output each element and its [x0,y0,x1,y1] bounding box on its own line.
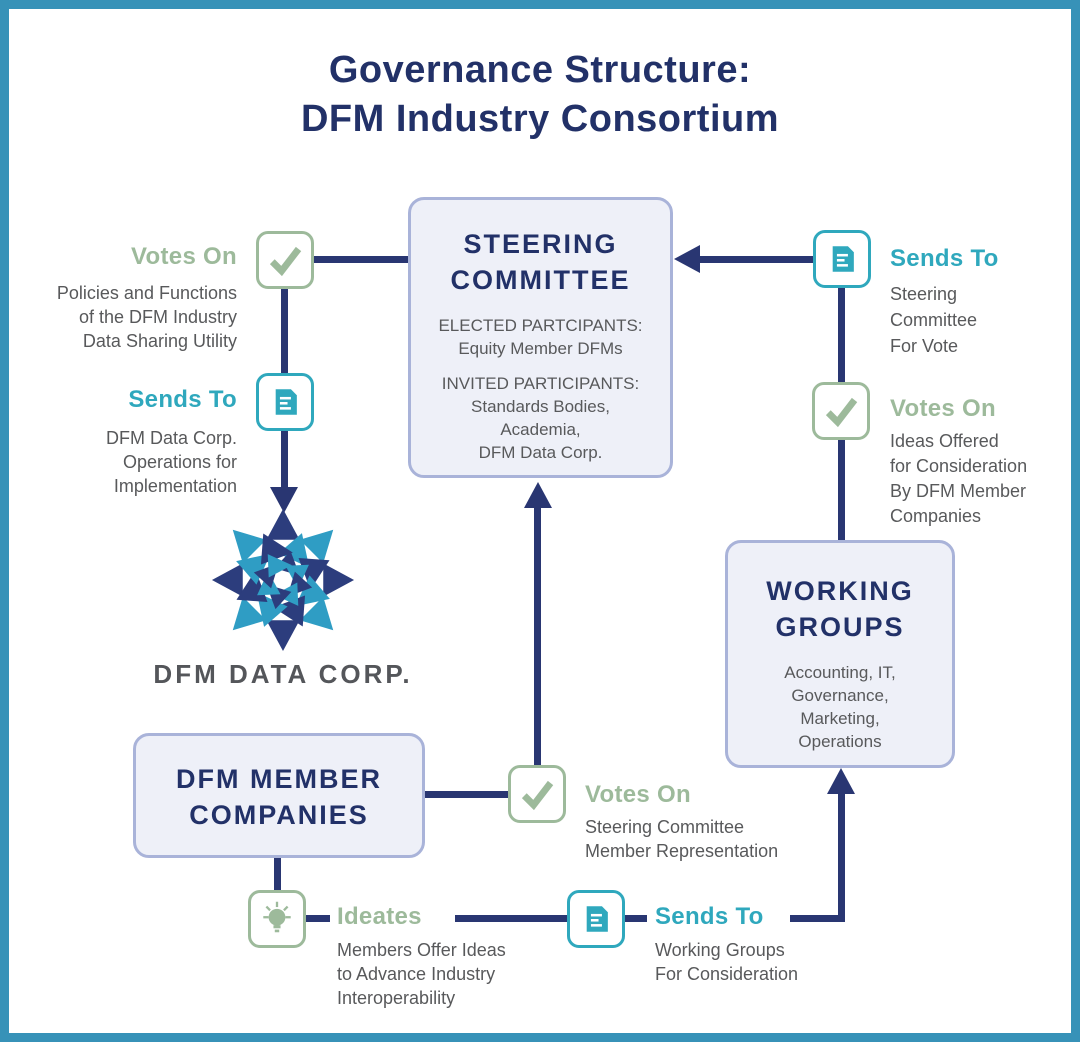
elected-heading: ELECTED PARTCIPANTS: [438,316,643,335]
working-groups-title: WORKING GROUPS [728,573,952,645]
document-icon [256,373,314,431]
annotation-line: For Consideration [655,964,799,984]
votes-on-ideas-text: Ideas Offered for Consideration By DFM M… [890,429,1027,529]
document-icon [567,890,625,948]
document-icon [813,230,871,288]
member-title-line2: COMPANIES [189,800,369,830]
working-body-line3: Marketing, [800,709,880,728]
annotation-line: Interoperability [337,988,456,1008]
working-title-line2: GROUPS [775,612,905,642]
page-title: Governance Structure: DFM Industry Conso… [0,46,1080,145]
steering-committee-box: STEERING COMMITTEE ELECTED PARTCIPANTS: … [408,197,673,478]
elected-body: Equity Member DFMs [458,339,623,358]
votes-on-representation-text: Steering Committee Member Representation [585,815,778,863]
member-title-line1: DFM MEMBER [176,764,382,794]
connector-up-to-workinggroups [838,792,845,922]
dfm-data-corp-wordmark: DFM DATA CORP. [153,659,413,689]
working-body-line1: Accounting, IT, [784,663,896,682]
annotation-line: DFM Data Corp. [105,428,237,448]
arrowhead-into-steering-right [674,245,700,273]
checkmark-icon [508,765,566,823]
arrowhead-into-logo [270,487,298,513]
working-title-line1: WORKING [766,576,914,606]
annotation-line: Policies and Functions [56,283,237,303]
votes-on-policies-text: Policies and Functions of the DFM Indust… [7,281,237,353]
page-title-line2: DFM Industry Consortium [300,98,780,141]
steering-invited-paragraph: INVITED PARTICIPANTS: Standards Bodies, … [411,372,670,464]
votes-on-label: Votes On [890,395,996,422]
sends-to-label: Sends To [655,903,764,930]
connector-member-to-votes [425,791,511,798]
steering-committee-title: STEERING COMMITTEE [411,226,670,298]
annotation-line: Member Representation [585,841,779,861]
annotation-line: of the DFM Industry [78,307,237,327]
connector-bulb-dash [306,915,330,922]
working-groups-box: WORKING GROUPS Accounting, IT, Governanc… [725,540,955,768]
invited-line1: Standards Bodies, [471,397,610,416]
annotation-line: Steering [890,284,958,304]
connector-sendsto-corner [790,915,845,922]
annotation-line: Data Sharing Utility [82,331,237,351]
sends-to-label: Sends To [890,245,999,272]
connector-check-to-doc-left [281,289,288,373]
annotation-line: Companies [890,506,982,526]
page-title-line1: Governance Structure: [328,49,752,91]
sends-to-working-groups-text: Working Groups For Consideration [655,938,798,986]
annotation-line: Steering Committee [585,817,745,837]
arrowhead-into-workinggroups [827,768,855,794]
annotation-line: to Advance Industry [337,964,496,984]
checkmark-icon [812,382,870,440]
connector-sendsto-steering [700,256,813,263]
sends-to-data-corp-text: DFM Data Corp. Operations for Implementa… [7,426,237,498]
checkmark-icon [256,231,314,289]
annotation-line: By DFM Member [890,481,1027,501]
invited-line3: DFM Data Corp. [478,443,603,462]
annotation-line: for Consideration [890,456,1028,476]
connector-check-to-steering [314,256,408,263]
connector-doc-dash [625,915,647,922]
working-groups-body: Accounting, IT, Governance, Marketing, O… [728,661,952,753]
invited-heading: INVITED PARTICIPANTS: [441,374,640,393]
annotation-line: Ideas Offered [890,431,999,451]
annotation-line: Implementation [113,476,237,496]
annotation-line: Operations for [122,452,237,472]
dfm-member-companies-box: DFM MEMBER COMPANIES [133,733,425,858]
steering-title-line2: COMMITTEE [450,265,631,295]
connector-votes-to-steering [534,506,541,766]
invited-line2: Academia, [500,420,581,439]
ideates-text: Members Offer Ideas to Advance Industry … [337,938,506,1010]
arrowhead-into-steering-bottom [524,482,552,508]
connector-ideates-to-doc [455,915,567,922]
sends-to-label: Sends To [128,386,237,413]
annotation-line: Working Groups [655,940,785,960]
ideates-label: Ideates [337,903,422,930]
votes-on-label: Votes On [585,781,691,808]
annotation-line: Members Offer Ideas [337,940,506,960]
sends-to-steering-text: Steering Committee For Vote [890,281,977,359]
annotation-line: Committee [890,310,978,330]
steering-elected-paragraph: ELECTED PARTCIPANTS: Equity Member DFMs [411,314,670,360]
working-body-line4: Operations [798,732,882,751]
steering-title-line1: STEERING [463,229,618,259]
votes-on-label: Votes On [131,243,237,270]
connector-doc-to-logo [281,431,288,487]
member-companies-title: DFM MEMBER COMPANIES [136,761,422,833]
lightbulb-icon [248,890,306,948]
dfm-data-corp-logo [211,508,355,652]
working-body-line2: Governance, [791,686,889,705]
annotation-line: For Vote [890,336,959,356]
connector-member-to-ideates [274,858,281,890]
